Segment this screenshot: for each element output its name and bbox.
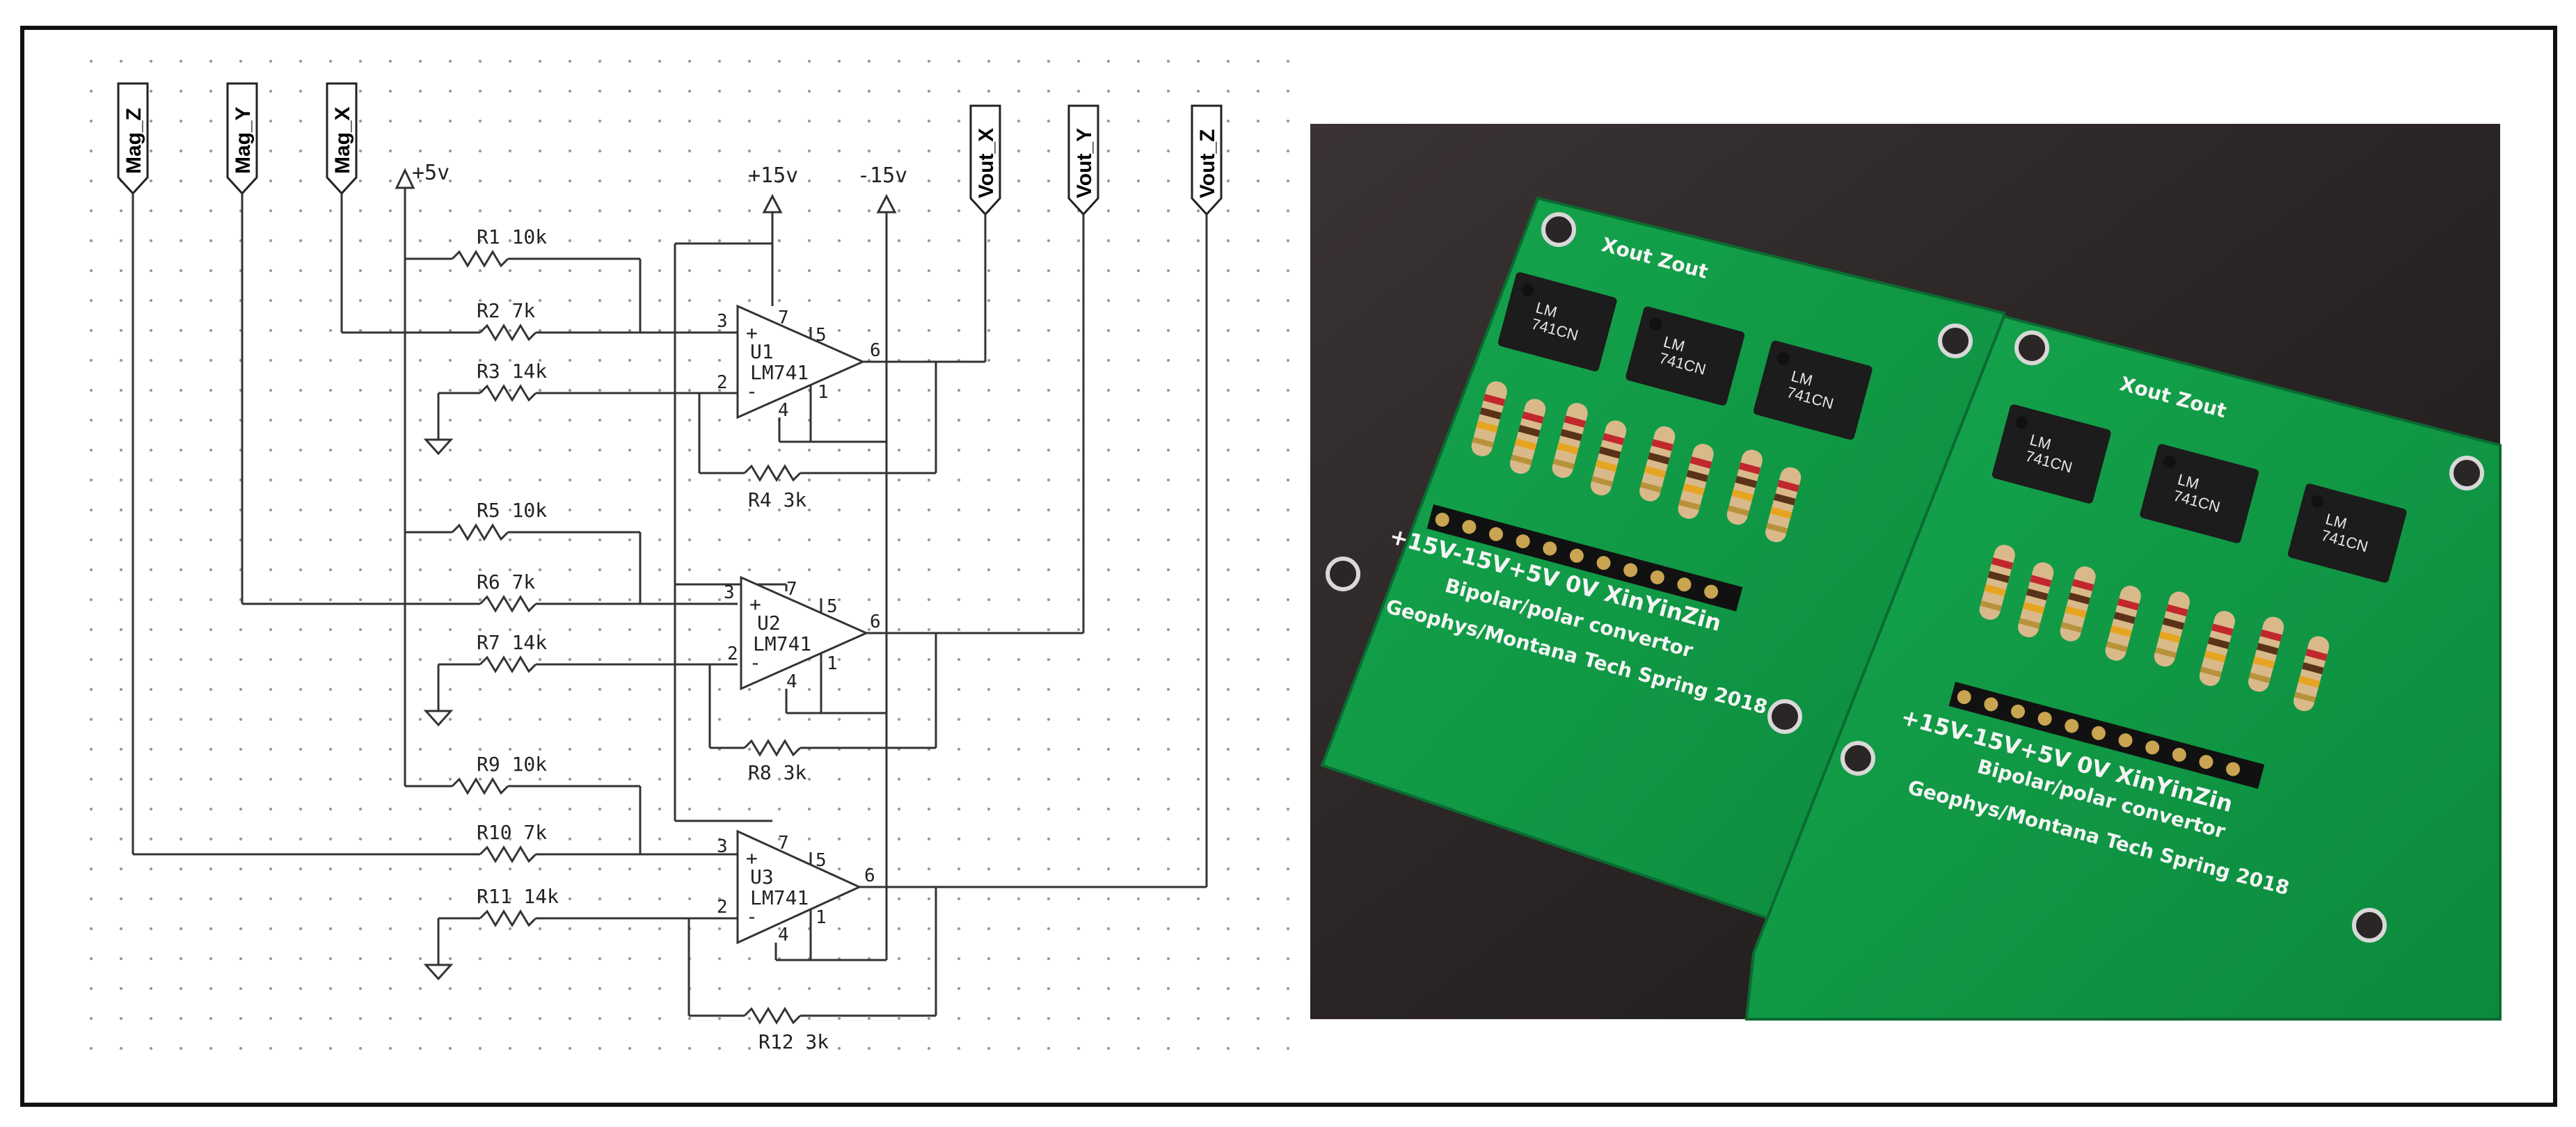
pin-number: 6	[864, 865, 875, 886]
pcb-board-right: LM741CN LM741CN LM741CN	[1744, 314, 2502, 1021]
supply-minus15-label: -15v	[857, 163, 907, 188]
resistor-label: R11 14k	[477, 885, 559, 908]
pin-number: 3	[717, 836, 728, 857]
resistor-label: R9 10k	[477, 753, 547, 776]
pin-number: 2	[717, 897, 728, 918]
port-label-vout-x: Vout_X	[975, 128, 998, 198]
resistor-label: R4 3k	[748, 488, 806, 511]
pin-number: 7	[778, 833, 789, 854]
mount-hole	[1326, 557, 1360, 591]
resistor-label: R1 10k	[477, 225, 547, 248]
port-vout-x: Vout_X	[969, 104, 1001, 216]
resistor-label: R2 7k	[477, 299, 535, 322]
resistor-r2: R2 7k	[477, 299, 537, 341]
port-label-vout-y: Vout_Y	[1073, 128, 1096, 198]
port-mag-y: Mag_Y	[226, 82, 258, 195]
resistor-r6: R6 7k	[477, 570, 537, 612]
pin-number: 6	[870, 612, 881, 632]
schematic-grid	[70, 49, 1294, 1064]
resistor-label: R6 7k	[477, 570, 535, 593]
resistor-r1: R1 10k	[451, 225, 547, 267]
resistor-r4: R4 3k	[743, 465, 806, 511]
mount-hole	[1541, 212, 1576, 247]
mount-hole	[1938, 323, 1973, 358]
resistor-r9: R9 10k	[451, 753, 547, 794]
opamp-part: LM741	[753, 632, 811, 655]
resistor-label: R10 7k	[477, 821, 547, 844]
pin-number: 4	[786, 671, 797, 692]
resistor-label: R8 3k	[748, 761, 806, 784]
pin-plus: +	[749, 593, 761, 616]
port-label-vout-z: Vout_Z	[1196, 129, 1219, 198]
opamp-ref: U2	[757, 612, 781, 634]
pin-minus: -	[749, 651, 761, 674]
pin-number: 3	[724, 582, 735, 603]
pin-number: 4	[778, 925, 789, 945]
supply-plus15-label: +15v	[748, 163, 798, 188]
port-vout-z: Vout_Z	[1191, 104, 1223, 216]
resistor-label: R7 14k	[477, 631, 547, 654]
resistor-r5: R5 10k	[451, 499, 547, 541]
pin-number: 5	[827, 596, 838, 617]
opamp-part: LM741	[750, 361, 809, 384]
pin-number: 1	[827, 653, 838, 674]
port-mag-x: Mag_X	[326, 82, 358, 195]
mount-hole	[1840, 741, 1875, 776]
opamp-u3: + - U3 LM741 3 2 7 5 4 1 6	[717, 829, 875, 945]
port-label-mag-y: Mag_Y	[232, 106, 255, 174]
port-mag-z: Mag_Z	[117, 82, 149, 195]
pcb-photo: LM741CN LM741CN LM741CN	[1310, 124, 2502, 1021]
schematic: Mag_Z Mag_Y Mag_X Vout_X Vout_Y Vout_Z +…	[70, 49, 1294, 1064]
pin-number: 1	[818, 382, 829, 403]
pin-plus: +	[746, 847, 758, 870]
port-label-mag-z: Mag_Z	[122, 108, 145, 174]
pin-plus: +	[746, 321, 758, 344]
port-label-mag-x: Mag_X	[331, 106, 354, 174]
supply-plus5-label: +5v	[412, 161, 450, 185]
resistor-label: R12 3k	[758, 1030, 829, 1053]
pin-number: 2	[727, 644, 738, 664]
resistor-r7: R7 14k	[477, 631, 547, 673]
pin-number: 7	[786, 579, 797, 600]
pin-number: 1	[816, 907, 827, 928]
pin-minus: -	[746, 380, 758, 403]
resistor-r11: R11 14k	[477, 885, 559, 927]
mount-hole	[1767, 699, 1802, 734]
opamp-u2: + - U2 LM741 3 2 7 5 4 1 6	[724, 575, 881, 692]
resistor-r3: R3 14k	[477, 360, 547, 401]
resistor-r10: R10 7k	[477, 821, 547, 863]
opamp-ref: U1	[750, 340, 774, 363]
mount-hole	[2449, 456, 2484, 490]
pin-number: 5	[816, 325, 827, 346]
resistor-label: R5 10k	[477, 499, 547, 522]
pin-number: 2	[717, 372, 728, 393]
resistor-r8: R8 3k	[743, 740, 806, 784]
schematic-wires	[132, 188, 1208, 1017]
mount-hole	[2352, 908, 2387, 943]
port-vout-y: Vout_Y	[1067, 104, 1099, 216]
pin-header	[1426, 504, 1743, 612]
pin-number: 3	[717, 311, 728, 332]
opamp-ref: U3	[750, 865, 774, 888]
opamp-u1: + - U1 LM741 3 2 7 5 4 1 6	[717, 304, 881, 421]
pin-number: 5	[816, 850, 827, 871]
pin-minus: -	[746, 905, 758, 928]
pin-number: 4	[778, 400, 789, 421]
pin-number: 6	[870, 340, 881, 361]
resistor-label: R3 14k	[477, 360, 547, 383]
mount-hole	[2014, 330, 2049, 365]
resistor-r12: R12 3k	[743, 1007, 829, 1053]
pin-number: 7	[778, 307, 789, 328]
pin-header	[1948, 682, 2265, 789]
opamp-part: LM741	[750, 886, 809, 909]
